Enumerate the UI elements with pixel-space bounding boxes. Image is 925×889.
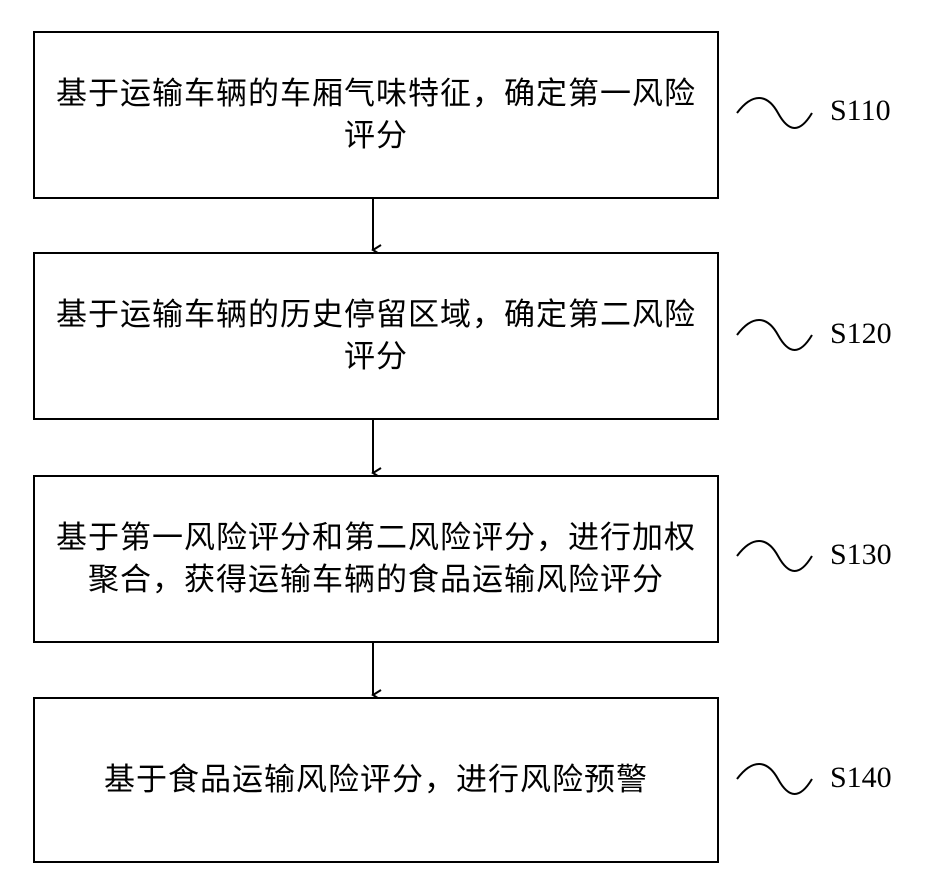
step-text-s130: 基于第一风险评分和第二风险评分，进行加权聚合，获得运输车辆的食品运输风险评分: [56, 517, 696, 601]
step-text-s110: 基于运输车辆的车厢气味特征，确定第一风险评分: [56, 73, 696, 157]
leader-wave-s140: [737, 764, 812, 794]
step-text-s120: 基于运输车辆的历史停留区域，确定第二风险评分: [56, 294, 696, 378]
step-label-s130: S130: [830, 540, 892, 570]
leader-wave-s130: [737, 541, 812, 571]
step-box-s120: 基于运输车辆的历史停留区域，确定第二风险评分: [33, 252, 719, 420]
leader-wave-s120: [737, 320, 812, 350]
step-box-s140: 基于食品运输风险评分，进行风险预警: [33, 697, 719, 863]
step-box-s110: 基于运输车辆的车厢气味特征，确定第一风险评分: [33, 31, 719, 199]
step-label-s140: S140: [830, 763, 892, 793]
leader-wave-s110: [737, 98, 812, 128]
step-label-s120: S120: [830, 319, 892, 349]
step-box-s130: 基于第一风险评分和第二风险评分，进行加权聚合，获得运输车辆的食品运输风险评分: [33, 475, 719, 643]
step-text-s140: 基于食品运输风险评分，进行风险预警: [56, 759, 696, 801]
step-label-s110: S110: [830, 96, 891, 126]
